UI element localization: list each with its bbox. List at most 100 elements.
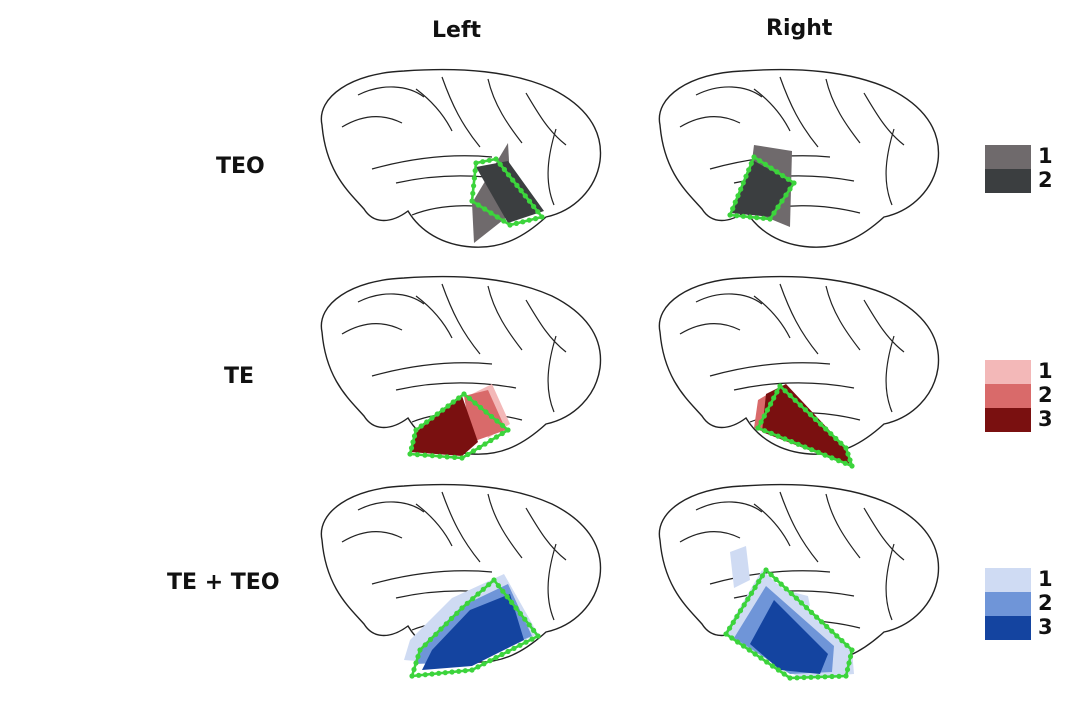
roi-outline-dot xyxy=(808,609,815,615)
roi-outline-dot xyxy=(436,670,442,676)
roi-outline-dot xyxy=(427,636,434,643)
roi-outline-dot xyxy=(748,160,754,166)
roi-outline-dot xyxy=(794,675,800,681)
roi-outline-dot xyxy=(762,161,768,167)
roi-outline-dot xyxy=(481,661,487,667)
roi-outline-dot xyxy=(483,409,489,415)
roi-outline-dot xyxy=(411,433,418,439)
roi-outline-dot xyxy=(482,206,488,212)
roi-outline-dot xyxy=(774,389,780,395)
roi-outline-dot xyxy=(476,444,482,451)
roi-outline-dot xyxy=(755,425,761,431)
legend-teo: 1 2 xyxy=(985,144,1078,195)
roi-outline-dot xyxy=(762,428,768,434)
roi-outline-dot xyxy=(803,605,810,611)
legend-item: 2 xyxy=(985,383,1078,408)
roi-outline-dot xyxy=(539,214,545,220)
roi-outline-dot xyxy=(418,423,424,429)
roi-outline-dot xyxy=(477,404,484,411)
roi-outline-dot xyxy=(760,215,766,221)
column-title-left: Left xyxy=(432,18,482,43)
roi-outline-dot xyxy=(459,455,465,461)
roi-outline-dot xyxy=(789,439,795,445)
roi-outline-dot xyxy=(758,655,764,661)
legend-swatch xyxy=(985,169,1031,193)
roi-outline-dot xyxy=(763,567,769,573)
roi-outline-dot xyxy=(450,399,456,405)
roi-outline-dot xyxy=(822,452,828,458)
roi-outline-dot xyxy=(771,210,777,216)
roi-outline-dot xyxy=(819,619,825,625)
roi-outline-dot xyxy=(771,395,777,401)
roi-outline-dot xyxy=(839,638,845,644)
legend-swatch xyxy=(985,360,1031,384)
roi-outline-dot xyxy=(440,407,446,413)
roi-outline-dot xyxy=(443,621,449,627)
roi-outline-dot xyxy=(777,383,783,389)
roi-outline-dot xyxy=(472,400,478,406)
roi-outline-dot xyxy=(522,193,528,199)
roi-outline-dot xyxy=(773,576,779,582)
legend-label: 1 xyxy=(1038,567,1053,591)
roi-outline-dot xyxy=(767,216,773,222)
roi-outline-dot xyxy=(814,614,820,620)
roi-outline-dot xyxy=(764,659,770,665)
roi-outline-dot xyxy=(775,204,781,210)
roi-outline-dot xyxy=(475,664,481,670)
roi-outline-dot xyxy=(735,193,741,199)
roi-outline-dot xyxy=(829,455,835,461)
roi-outline-dot xyxy=(812,416,819,422)
legend-swatch xyxy=(985,145,1031,169)
roi-outline-dot xyxy=(815,674,821,680)
row-label-te: TE xyxy=(224,364,255,389)
roi-outline-dot xyxy=(522,616,528,622)
roi-outline-dot xyxy=(526,622,532,628)
roi-outline-dot xyxy=(743,173,749,179)
roi-outline-dot xyxy=(518,188,524,194)
roi-outline-dot xyxy=(459,605,465,611)
roi-outline-dot xyxy=(730,206,736,212)
roi-outline-dot xyxy=(740,213,746,219)
roi-outline-dot xyxy=(734,213,740,219)
roi-outline-dot xyxy=(836,458,842,464)
roi-outline-dot xyxy=(486,157,492,163)
roi-outline-dot xyxy=(783,586,789,592)
legend-item: 1 xyxy=(985,567,1078,592)
roi-outline-dot xyxy=(488,437,494,444)
roi-outline-dot xyxy=(526,217,532,223)
roi-outline-dot xyxy=(734,613,740,620)
roi-outline-dot xyxy=(413,427,419,433)
roi-outline-dot xyxy=(779,198,785,204)
region-teo-2 xyxy=(476,161,544,223)
roi-outline-dot xyxy=(768,401,774,407)
roi-outline-dot xyxy=(510,177,516,183)
roi-outline-dot xyxy=(802,407,808,413)
roi-outline-dot xyxy=(500,588,506,594)
brain-right-te-teo xyxy=(658,483,940,681)
roi-outline-dot xyxy=(791,180,797,186)
roi-outline-dot xyxy=(746,647,752,653)
roi-outline-dot xyxy=(514,182,520,188)
roi-outline-dot xyxy=(828,431,834,437)
roi-outline-dot xyxy=(807,412,814,418)
legend-swatch xyxy=(985,384,1031,408)
roi-outline-dot xyxy=(488,210,494,216)
roi-outline-dot xyxy=(824,623,830,630)
roi-outline-dot xyxy=(494,418,500,424)
roi-outline-dot xyxy=(456,668,462,674)
roi-outline-dot xyxy=(473,160,479,166)
roi-outline-dot xyxy=(429,415,435,421)
roi-outline-dot xyxy=(533,216,539,222)
legend-item: 2 xyxy=(985,591,1078,616)
roi-outline-dot xyxy=(462,668,468,674)
legend-label: 1 xyxy=(1038,359,1053,383)
roi-outline-dot xyxy=(834,633,840,639)
brain-left-te xyxy=(320,275,602,461)
roi-outline-dot xyxy=(809,447,815,453)
roi-outline-dot xyxy=(783,192,789,198)
roi-outline-dot xyxy=(491,577,497,583)
legend-item: 3 xyxy=(985,615,1078,640)
roi-outline-dot xyxy=(849,647,855,653)
brain-right-teo xyxy=(658,68,940,248)
legend-item: 1 xyxy=(985,359,1078,384)
